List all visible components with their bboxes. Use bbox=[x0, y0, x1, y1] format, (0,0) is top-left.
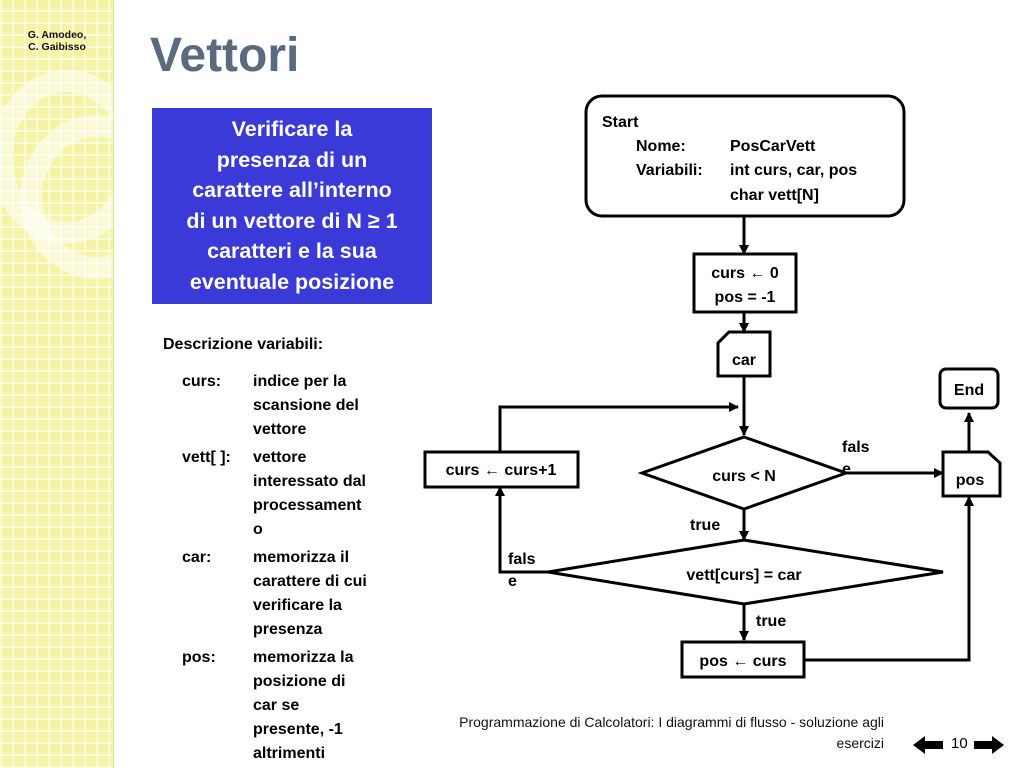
output-label: pos bbox=[956, 472, 985, 489]
arrow-right-icon[interactable] bbox=[974, 735, 1004, 755]
check-condition-label: vett[curs] = car bbox=[686, 567, 801, 584]
task-line: eventuale posizione bbox=[189, 269, 395, 294]
false-label: fals bbox=[508, 551, 536, 568]
variable-description: memorizza la posizione di car se present… bbox=[253, 646, 395, 766]
connector-arrow bbox=[805, 496, 974, 662]
footer-line: Programmazione di Calcolatori: I diagram… bbox=[459, 714, 884, 730]
end-label: End bbox=[954, 382, 984, 399]
task-line: carattere all’interno bbox=[192, 178, 392, 202]
variable-name: curs: bbox=[182, 373, 222, 390]
init-block bbox=[692, 252, 798, 314]
start-label: Start bbox=[602, 114, 639, 131]
desc-line: memorizza il bbox=[253, 549, 350, 566]
init-line: curs ← 0 bbox=[711, 265, 779, 282]
task-line: caratteri e la sua bbox=[207, 239, 377, 263]
input-label: car bbox=[732, 352, 756, 369]
end-block bbox=[938, 367, 1000, 410]
desc-line: memorizza la bbox=[253, 649, 354, 666]
input-block bbox=[716, 330, 772, 378]
slide-title: Vettori bbox=[150, 29, 300, 82]
desc-line: indice per la bbox=[253, 373, 347, 390]
desc-line: presenza bbox=[253, 621, 323, 638]
author-credit: G. Amodeo, C. Gaibisso bbox=[12, 29, 102, 53]
loop-condition-diamond bbox=[637, 435, 851, 511]
true-label: true bbox=[756, 613, 786, 630]
start-vars-value: char vett[N] bbox=[730, 187, 819, 204]
assign-block bbox=[680, 640, 806, 679]
false-branch-arrow bbox=[495, 486, 548, 574]
variable-description: indice per la scansione del vettore bbox=[253, 370, 395, 442]
desc-line: vettore bbox=[253, 421, 307, 438]
start-name-value: PosCarVett bbox=[730, 138, 816, 155]
desc-line: posizione di bbox=[253, 673, 346, 690]
desc-line: presente, -1 bbox=[253, 721, 343, 738]
footer-caption: Programmazione di Calcolatori: I diagram… bbox=[360, 712, 884, 754]
output-block bbox=[941, 450, 1002, 498]
desc-line: processament bbox=[253, 497, 362, 514]
page-number: 10 bbox=[951, 735, 968, 752]
variable-name: car: bbox=[182, 549, 212, 566]
false-label: e bbox=[842, 461, 851, 478]
start-vars-value: int curs, car, pos bbox=[730, 162, 857, 179]
variable-description: vettore interessato dal processament o bbox=[253, 446, 395, 542]
desc-line: altrimenti bbox=[253, 745, 326, 762]
false-label: e bbox=[508, 573, 517, 590]
increment-block bbox=[423, 450, 580, 489]
footer-line: esercizi bbox=[836, 735, 884, 751]
increment-label: curs ← curs+1 bbox=[446, 462, 557, 479]
loop-back-arrow bbox=[498, 402, 739, 452]
start-name-key: Nome: bbox=[636, 138, 686, 155]
assign-label: pos ← curs bbox=[699, 653, 786, 670]
init-line: pos = -1 bbox=[715, 289, 776, 306]
desc-line: o bbox=[253, 521, 263, 538]
desc-line: vettore bbox=[253, 449, 307, 466]
task-line: presenza di un bbox=[216, 147, 368, 172]
true-label: true bbox=[690, 517, 720, 534]
check-condition-diamond bbox=[547, 538, 944, 606]
desc-line: car se bbox=[253, 697, 300, 714]
desc-line: interessato dal bbox=[253, 473, 366, 490]
variable-name: pos: bbox=[182, 649, 216, 666]
author-line: C. Gaibisso bbox=[28, 41, 86, 53]
desc-line: carattere di cui bbox=[253, 573, 367, 590]
start-vars-key: Variabili: bbox=[636, 162, 703, 179]
false-label: fals bbox=[842, 439, 870, 456]
desc-line: verificare la bbox=[253, 597, 342, 614]
variable-description: memorizza il carattere di cui verificare… bbox=[253, 546, 395, 642]
author-line: G. Amodeo, bbox=[27, 29, 87, 41]
task-line: di un vettore di N ≥ 1 bbox=[186, 208, 398, 233]
task-box: Verificare la presenza di un carattere a… bbox=[152, 108, 432, 304]
arrow-left-icon[interactable] bbox=[913, 735, 943, 755]
task-line: Verificare la bbox=[231, 117, 353, 141]
variables-heading: Descrizione variabili: bbox=[163, 336, 324, 353]
loop-condition-label: curs < N bbox=[712, 468, 776, 485]
variable-name: vett[ ]: bbox=[182, 449, 231, 466]
decorative-sidebar: G. Amodeo, C. Gaibisso bbox=[0, 0, 114, 768]
desc-line: scansione del bbox=[253, 397, 359, 414]
